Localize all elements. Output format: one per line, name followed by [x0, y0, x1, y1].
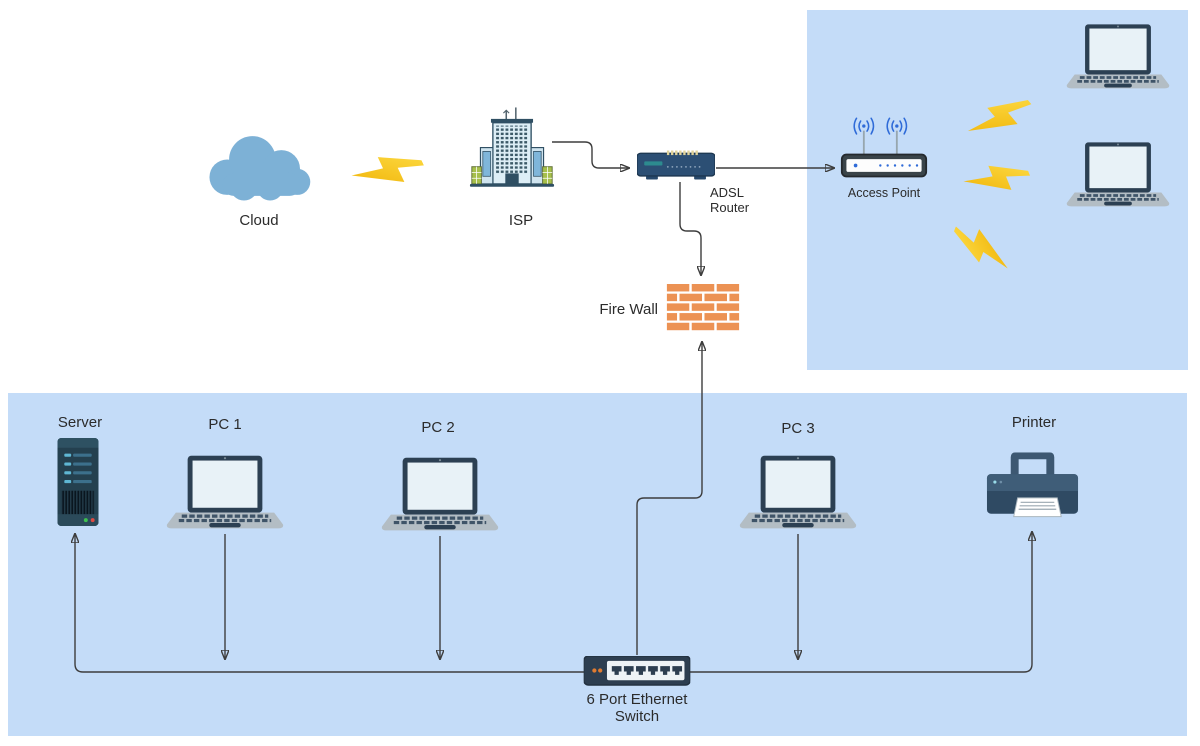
- laptop-icon: [739, 455, 857, 533]
- pc1-node[interactable]: [166, 455, 284, 533]
- wire-lan-bus-server-to-printer: [75, 532, 1032, 673]
- printer-label: Printer: [1011, 414, 1057, 431]
- cloud-icon: [202, 128, 314, 204]
- wire-router-to-firewall: [679, 182, 701, 275]
- pc3-node[interactable]: [739, 455, 857, 533]
- server-label: Server: [57, 414, 103, 431]
- server-node[interactable]: [57, 438, 99, 526]
- brick-wall-icon: [666, 284, 740, 331]
- laptop-icon: [381, 457, 499, 535]
- wifi-laptop-1-node[interactable]: [1066, 24, 1170, 92]
- wire-switch-to-firewall: [636, 342, 702, 655]
- isp-node[interactable]: [468, 106, 556, 193]
- printer-node[interactable]: [985, 452, 1080, 520]
- wire-isp-to-router: [552, 141, 629, 168]
- ethernet-switch-icon: [583, 656, 691, 687]
- wifi-laptop-2-node[interactable]: [1066, 142, 1170, 210]
- pc3-label: PC 3: [781, 420, 815, 437]
- adsl-router-node[interactable]: [637, 150, 715, 181]
- pc2-node[interactable]: [381, 457, 499, 535]
- pc2-label: PC 2: [421, 419, 455, 436]
- pc1-label: PC 1: [208, 416, 242, 433]
- adsl-router-label: ADSL Router: [710, 185, 750, 216]
- router-icon: [637, 150, 715, 181]
- office-building-icon: [468, 106, 556, 193]
- cloud-node[interactable]: [202, 128, 314, 204]
- server-tower-icon: [57, 438, 99, 526]
- cloud-label: Cloud: [239, 212, 279, 229]
- laptop-icon: [1066, 142, 1170, 210]
- ethernet-switch-node[interactable]: [583, 656, 691, 687]
- wireless-access-point-icon: [840, 116, 928, 182]
- access-point-label: Access Point: [847, 186, 921, 200]
- laptop-icon: [1066, 24, 1170, 92]
- access-point-node[interactable]: [840, 116, 928, 182]
- isp-label: ISP: [508, 212, 534, 229]
- firewall-node[interactable]: [666, 284, 740, 331]
- laptop-icon: [166, 455, 284, 533]
- printer-icon: [985, 452, 1080, 520]
- ethernet-switch-label: 6 Port Ethernet Switch: [586, 691, 688, 726]
- firewall-label: Fire Wall: [599, 301, 658, 318]
